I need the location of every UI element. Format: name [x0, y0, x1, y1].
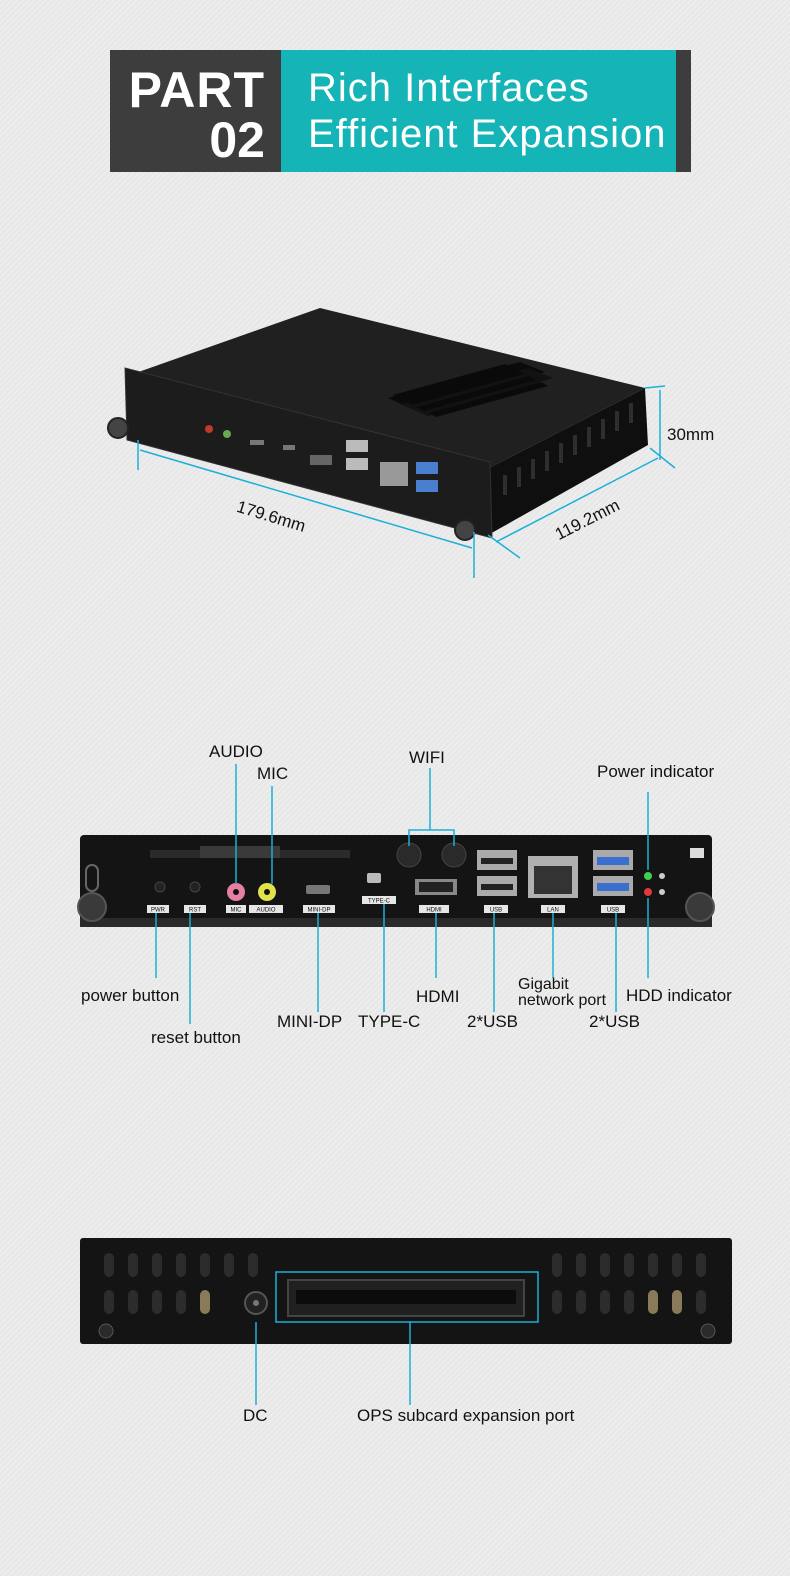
silk-lan: LAN	[547, 908, 559, 914]
callout-power-button: power button	[81, 986, 180, 1005]
part-label: PART	[128, 62, 265, 118]
callout-gigabit-line-1: Gigabit	[518, 976, 569, 993]
section-title-line-1: Rich Interfaces	[308, 66, 590, 110]
silk-rst: RST	[189, 908, 201, 914]
silk-audio: AUDIO	[256, 908, 275, 914]
callout-type-c: TYPE-C	[358, 1012, 421, 1031]
dimension-height: 30mm	[667, 425, 715, 444]
silk-usb-left: USB	[490, 908, 502, 914]
silk-mini-dp: MINI-DP	[308, 908, 331, 914]
callout-dc: DC	[243, 1406, 268, 1425]
callout-hdmi: HDMI	[416, 987, 460, 1006]
callout-usb-right: 2*USB	[589, 1012, 641, 1031]
silk-usb-right: USB	[607, 908, 619, 914]
callout-usb-left: 2*USB	[467, 1012, 519, 1031]
callout-ops-port: OPS subcard expansion port	[357, 1406, 575, 1425]
callout-audio: AUDIO	[209, 742, 263, 761]
callout-power-indicator: Power indicator	[597, 762, 715, 781]
device-rear-panel	[80, 1238, 732, 1405]
device-isometric-view	[107, 308, 676, 578]
callout-reset-button: reset button	[151, 1028, 241, 1047]
silk-pwr: PWR	[151, 908, 166, 914]
section-title-line-2: Efficient Expansion	[308, 112, 667, 156]
callout-hdd-indicator: HDD indicator	[626, 986, 732, 1005]
device-front-panel: PWR RST MIC AUDIO MINI-DP TYPE-C HDMI US…	[77, 764, 715, 1024]
part-number: 02	[209, 112, 265, 168]
callout-mic: MIC	[257, 764, 289, 783]
header-title-panel	[281, 50, 676, 172]
callout-mini-dp: MINI-DP	[277, 1012, 343, 1031]
silk-hdmi: HDMI	[426, 908, 442, 914]
silk-type-c: TYPE-C	[368, 899, 391, 905]
callout-wifi: WIFI	[409, 748, 445, 767]
callout-gigabit-line-2: network port	[518, 992, 607, 1009]
silk-mic: MIC	[231, 908, 243, 914]
